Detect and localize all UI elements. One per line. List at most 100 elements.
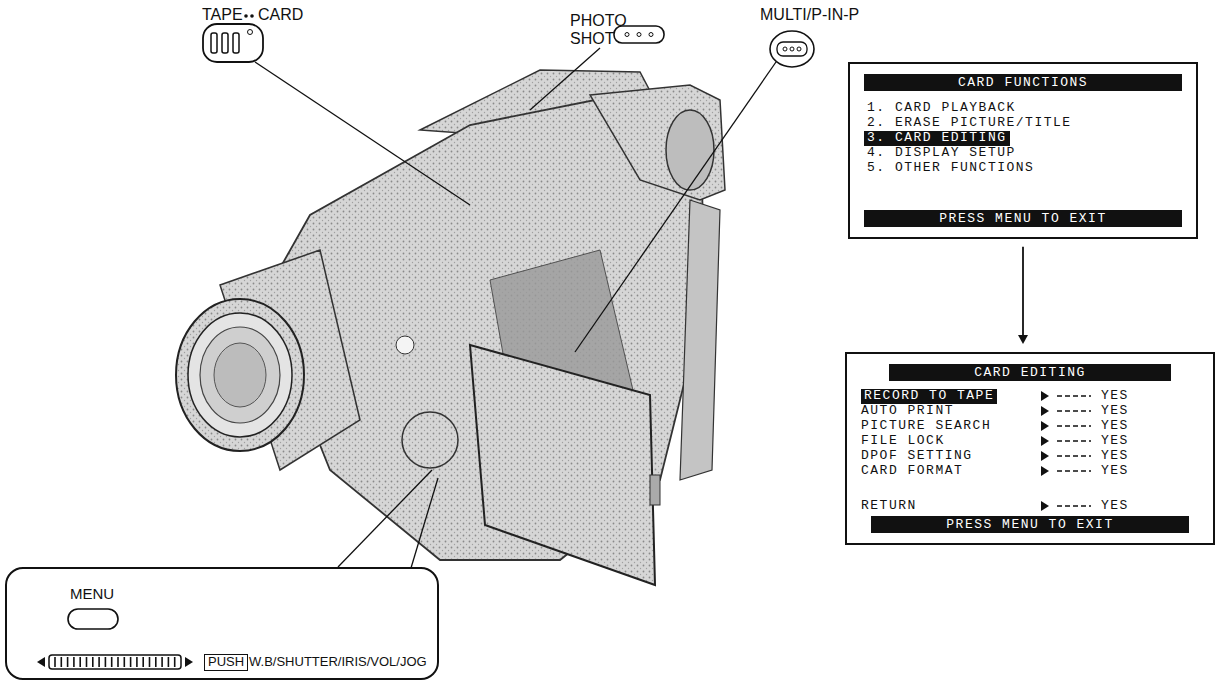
- pointer-dashes: [1057, 456, 1091, 457]
- function-label: W.B/SHUTTER/IRIS/VOL/JOG: [249, 654, 427, 669]
- pointer-dashes: [1057, 471, 1091, 472]
- pointer-dashes: [1057, 426, 1091, 427]
- option-value: YES: [1101, 499, 1129, 514]
- value-pointer: [1039, 450, 1097, 462]
- button-label: PHOTO SHOT: [570, 12, 620, 47]
- pointer-dashes: [1057, 411, 1091, 412]
- menu-item: 4. DISPLAY SETUP: [864, 145, 1019, 160]
- dial-rib: [130, 657, 132, 667]
- menu-item: RECORD TO TAPE: [861, 389, 997, 404]
- pointer-triangle: [1041, 406, 1049, 416]
- menu-row: RETURN YES: [861, 499, 1199, 514]
- menu-row: AUTO PRINTYES: [861, 404, 1199, 419]
- menu-row: RECORD TO TAPE YES: [861, 389, 1199, 404]
- dial-rib: [54, 657, 56, 667]
- dial-rib: [174, 657, 176, 667]
- option-value: YES: [1101, 419, 1129, 434]
- menu-item-wrap: DPOF SETTING: [861, 449, 1039, 464]
- screen-footer: PRESS MENU TO EXIT: [871, 516, 1189, 533]
- pointer-dashes: [1057, 441, 1091, 442]
- pointer-triangle: [1041, 421, 1049, 431]
- lens-glass: [200, 327, 280, 423]
- dial-rib: [155, 657, 157, 667]
- option-value: YES: [1101, 434, 1129, 449]
- dial-rib: [67, 657, 69, 667]
- menu-wrap: 4. DISPLAY SETUP: [864, 146, 1182, 161]
- menu-item-wrap: RETURN: [861, 499, 1039, 514]
- dial-arrow: [37, 657, 45, 667]
- dial-rib: [111, 657, 113, 667]
- dial-rib: [136, 657, 138, 667]
- menu-button: [68, 609, 118, 629]
- option-value: YES: [1101, 449, 1129, 464]
- menu-item: AUTO PRINT: [861, 403, 954, 418]
- dot: [244, 14, 248, 18]
- button-label: MULTI/P-IN-P: [760, 6, 859, 24]
- menu-wrap: 5. OTHER FUNCTIONS: [864, 161, 1182, 176]
- leader-line: [530, 48, 600, 110]
- dial-rib: [168, 657, 170, 667]
- multi-button: [770, 31, 814, 67]
- leader-line: [255, 62, 470, 205]
- button-label: MENU: [70, 585, 114, 602]
- lens-ring: [188, 313, 292, 437]
- menu-item-wrap: PICTURE SEARCH: [861, 419, 1039, 434]
- switch-slot: [233, 33, 239, 53]
- value-pointer: [1039, 420, 1097, 432]
- menu-item-wrap: RECORD TO TAPE: [861, 389, 1039, 404]
- menu-item: 5. OTHER FUNCTIONS: [864, 160, 1037, 175]
- dot: [783, 47, 787, 51]
- dot: [649, 33, 653, 37]
- menu-wrap: 2. ERASE PICTURE/TITLE: [864, 116, 1182, 131]
- dot: [790, 47, 794, 51]
- menu-item-wrap: CARD FORMAT: [861, 464, 1039, 479]
- option-value: YES: [1101, 389, 1129, 404]
- dial-rib: [92, 657, 94, 667]
- push-label: PUSH: [204, 654, 248, 671]
- multi-button: [777, 42, 807, 56]
- dial-rib: [98, 657, 100, 667]
- switch-slot: [222, 33, 228, 53]
- menu-row: CARD FORMAT YES: [861, 464, 1199, 479]
- menu-item: DPOF SETTING: [861, 448, 973, 463]
- menu-item: RETURN: [861, 498, 917, 513]
- switch-label: CARD: [258, 6, 303, 24]
- leader-line: [408, 478, 438, 578]
- lens-ring: [176, 299, 304, 451]
- value-pointer: [1039, 435, 1097, 447]
- menu-row: DPOF SETTING YES: [861, 449, 1199, 464]
- menu-wrap: 1. CARD PLAYBACK: [864, 101, 1182, 116]
- pointer-triangle: [1041, 466, 1049, 476]
- leader-line: [338, 470, 432, 567]
- value-pointer: [1039, 465, 1097, 477]
- dial-rib: [117, 657, 119, 667]
- dial-rib: [79, 657, 81, 667]
- switch-label: TAPE: [202, 6, 243, 24]
- menu-item: 2. ERASE PICTURE/TITLE: [864, 115, 1075, 130]
- screen-header: CARD FUNCTIONS: [864, 74, 1182, 91]
- arrow-shaft: [1022, 247, 1024, 335]
- dial-rib: [124, 657, 126, 667]
- mic: [402, 412, 458, 468]
- pointer-triangle: [1041, 501, 1049, 511]
- jog-dial: [35, 652, 195, 672]
- screen-footer: PRESS MENU TO EXIT: [864, 210, 1182, 227]
- viewfinder: [590, 85, 725, 200]
- menu-item: PICTURE SEARCH: [861, 418, 991, 433]
- photo-button: [614, 26, 664, 43]
- dial-rib: [60, 657, 62, 667]
- value-pointer: [1039, 500, 1097, 512]
- pointer-dashes: [1057, 396, 1091, 397]
- dial-wheel: [49, 655, 181, 669]
- pointer-triangle: [1041, 436, 1049, 446]
- dial-rib: [149, 657, 151, 667]
- dial-rib: [73, 657, 75, 667]
- option-value: YES: [1101, 464, 1129, 479]
- switch-slot: [211, 33, 217, 53]
- leader-line: [575, 62, 776, 352]
- menu-screen: CARD EDITINGRECORD TO TAPEYESAUTO PRINTY…: [845, 352, 1215, 545]
- arrow-head: [1018, 335, 1028, 344]
- menu-item-wrap: AUTO PRINT: [861, 404, 1039, 419]
- value-pointer: [1039, 390, 1097, 402]
- grip-strap: [680, 200, 720, 480]
